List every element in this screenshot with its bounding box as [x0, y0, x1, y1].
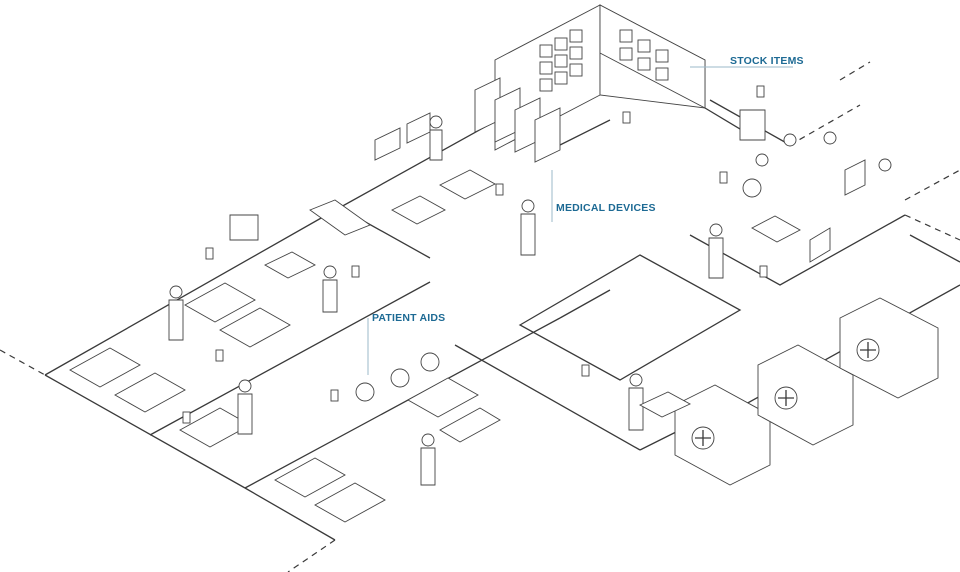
ambulance — [839, 297, 939, 399]
lounge-furniture — [739, 109, 866, 263]
medical-devices-label: MEDICAL DEVICES — [556, 202, 656, 214]
label-leader-lines — [367, 66, 793, 375]
ambulance — [674, 384, 771, 486]
floor-lines — [0, 61, 960, 572]
ambulances — [639, 297, 939, 486]
patient-aids-label: PATIENT AIDS — [372, 312, 446, 324]
medical-device-carts — [229, 77, 561, 241]
beds — [69, 282, 501, 523]
wheelchairs — [355, 178, 762, 402]
workstations — [264, 169, 496, 279]
ambulance — [757, 344, 854, 446]
stock-items-label: STOCK ITEMS — [730, 55, 804, 67]
tracking-beacons — [182, 85, 768, 424]
wall-boards — [374, 112, 431, 161]
people — [168, 115, 892, 486]
